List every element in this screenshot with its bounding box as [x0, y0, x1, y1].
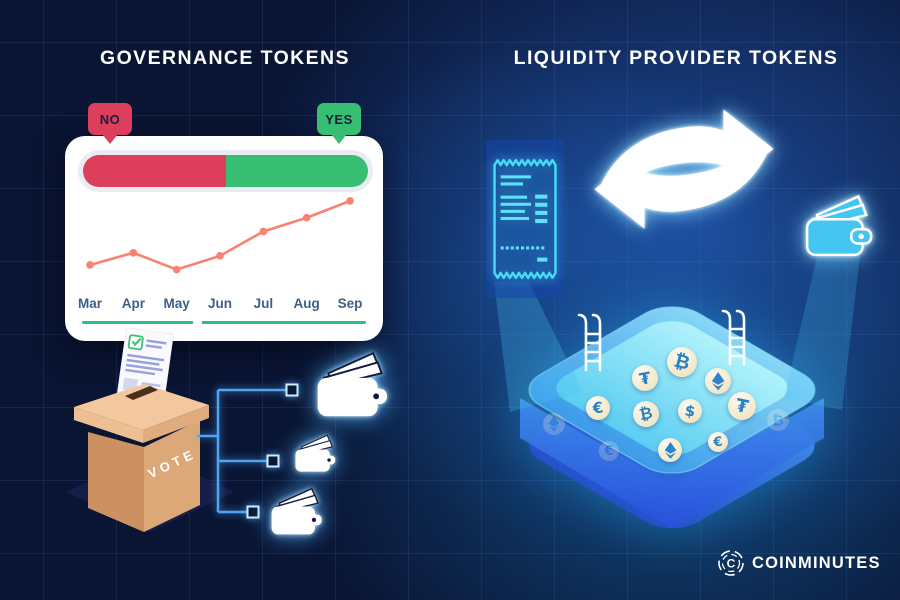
liquidity-wallet-icon: [805, 194, 873, 257]
connector-node: [285, 383, 299, 397]
chart-data-point: [259, 227, 268, 236]
no-badge: NO: [88, 103, 132, 135]
month-label: Jul: [253, 296, 274, 311]
chart-data-point: [129, 248, 138, 257]
receipt-icon: [493, 158, 557, 280]
chart-data-point: [346, 197, 354, 205]
governance-title: GOVERNANCE TOKENS: [100, 47, 350, 69]
coinminutes-logo-icon: C: [718, 550, 744, 576]
wallet-icon-2: [295, 434, 336, 472]
chart-underline-notch: [193, 320, 202, 325]
vote-bar-no-segment: [83, 155, 226, 187]
pool-body: [520, 306, 824, 529]
ballot-slot: [125, 386, 158, 400]
pool-ladder-left: [577, 313, 602, 372]
wallet-icon-3: [271, 487, 322, 535]
vote-bar-yes-segment: [225, 155, 368, 187]
chart-data-point: [172, 265, 181, 274]
swap-arrows-icon: [594, 109, 774, 229]
connector-node: [266, 454, 280, 468]
receipt-panel: [486, 140, 564, 298]
chart-data-point: [216, 252, 224, 260]
month-label: Aug: [293, 296, 320, 311]
chart-data-point: [302, 213, 311, 222]
liquidity-pool: [520, 306, 824, 529]
chart-underline: [82, 321, 366, 324]
chart-month-labels: Mar Apr May Jun Jul Aug Sep: [65, 296, 383, 314]
yes-badge: YES: [317, 103, 361, 135]
coinminutes-wordmark: COINMINUTES: [752, 553, 881, 572]
no-badge-label: NO: [99, 111, 121, 127]
wallet-icon-1: [317, 351, 387, 417]
pool-ladder-right: [721, 309, 746, 366]
connector-node: [246, 505, 260, 519]
vote-result-card: NO YES Mar Apr May Jun Jul Aug Sep: [65, 103, 383, 341]
svg-text:C: C: [727, 557, 736, 571]
month-label: May: [163, 296, 190, 311]
ballot-box-icon: [66, 384, 234, 532]
chart-data-point: [86, 261, 94, 269]
month-label: Jun: [207, 296, 233, 311]
month-label: Mar: [77, 296, 103, 311]
vote-progress-bar: [78, 150, 373, 192]
month-label: Apr: [121, 296, 145, 311]
yes-badge-label: YES: [325, 111, 353, 127]
month-label: Sep: [337, 296, 363, 311]
liquidity-title: LIQUIDITY PROVIDER TOKENS: [513, 47, 839, 69]
coinminutes-logo: C COINMINUTES: [717, 549, 881, 577]
vote-trend-chart: [86, 197, 354, 274]
